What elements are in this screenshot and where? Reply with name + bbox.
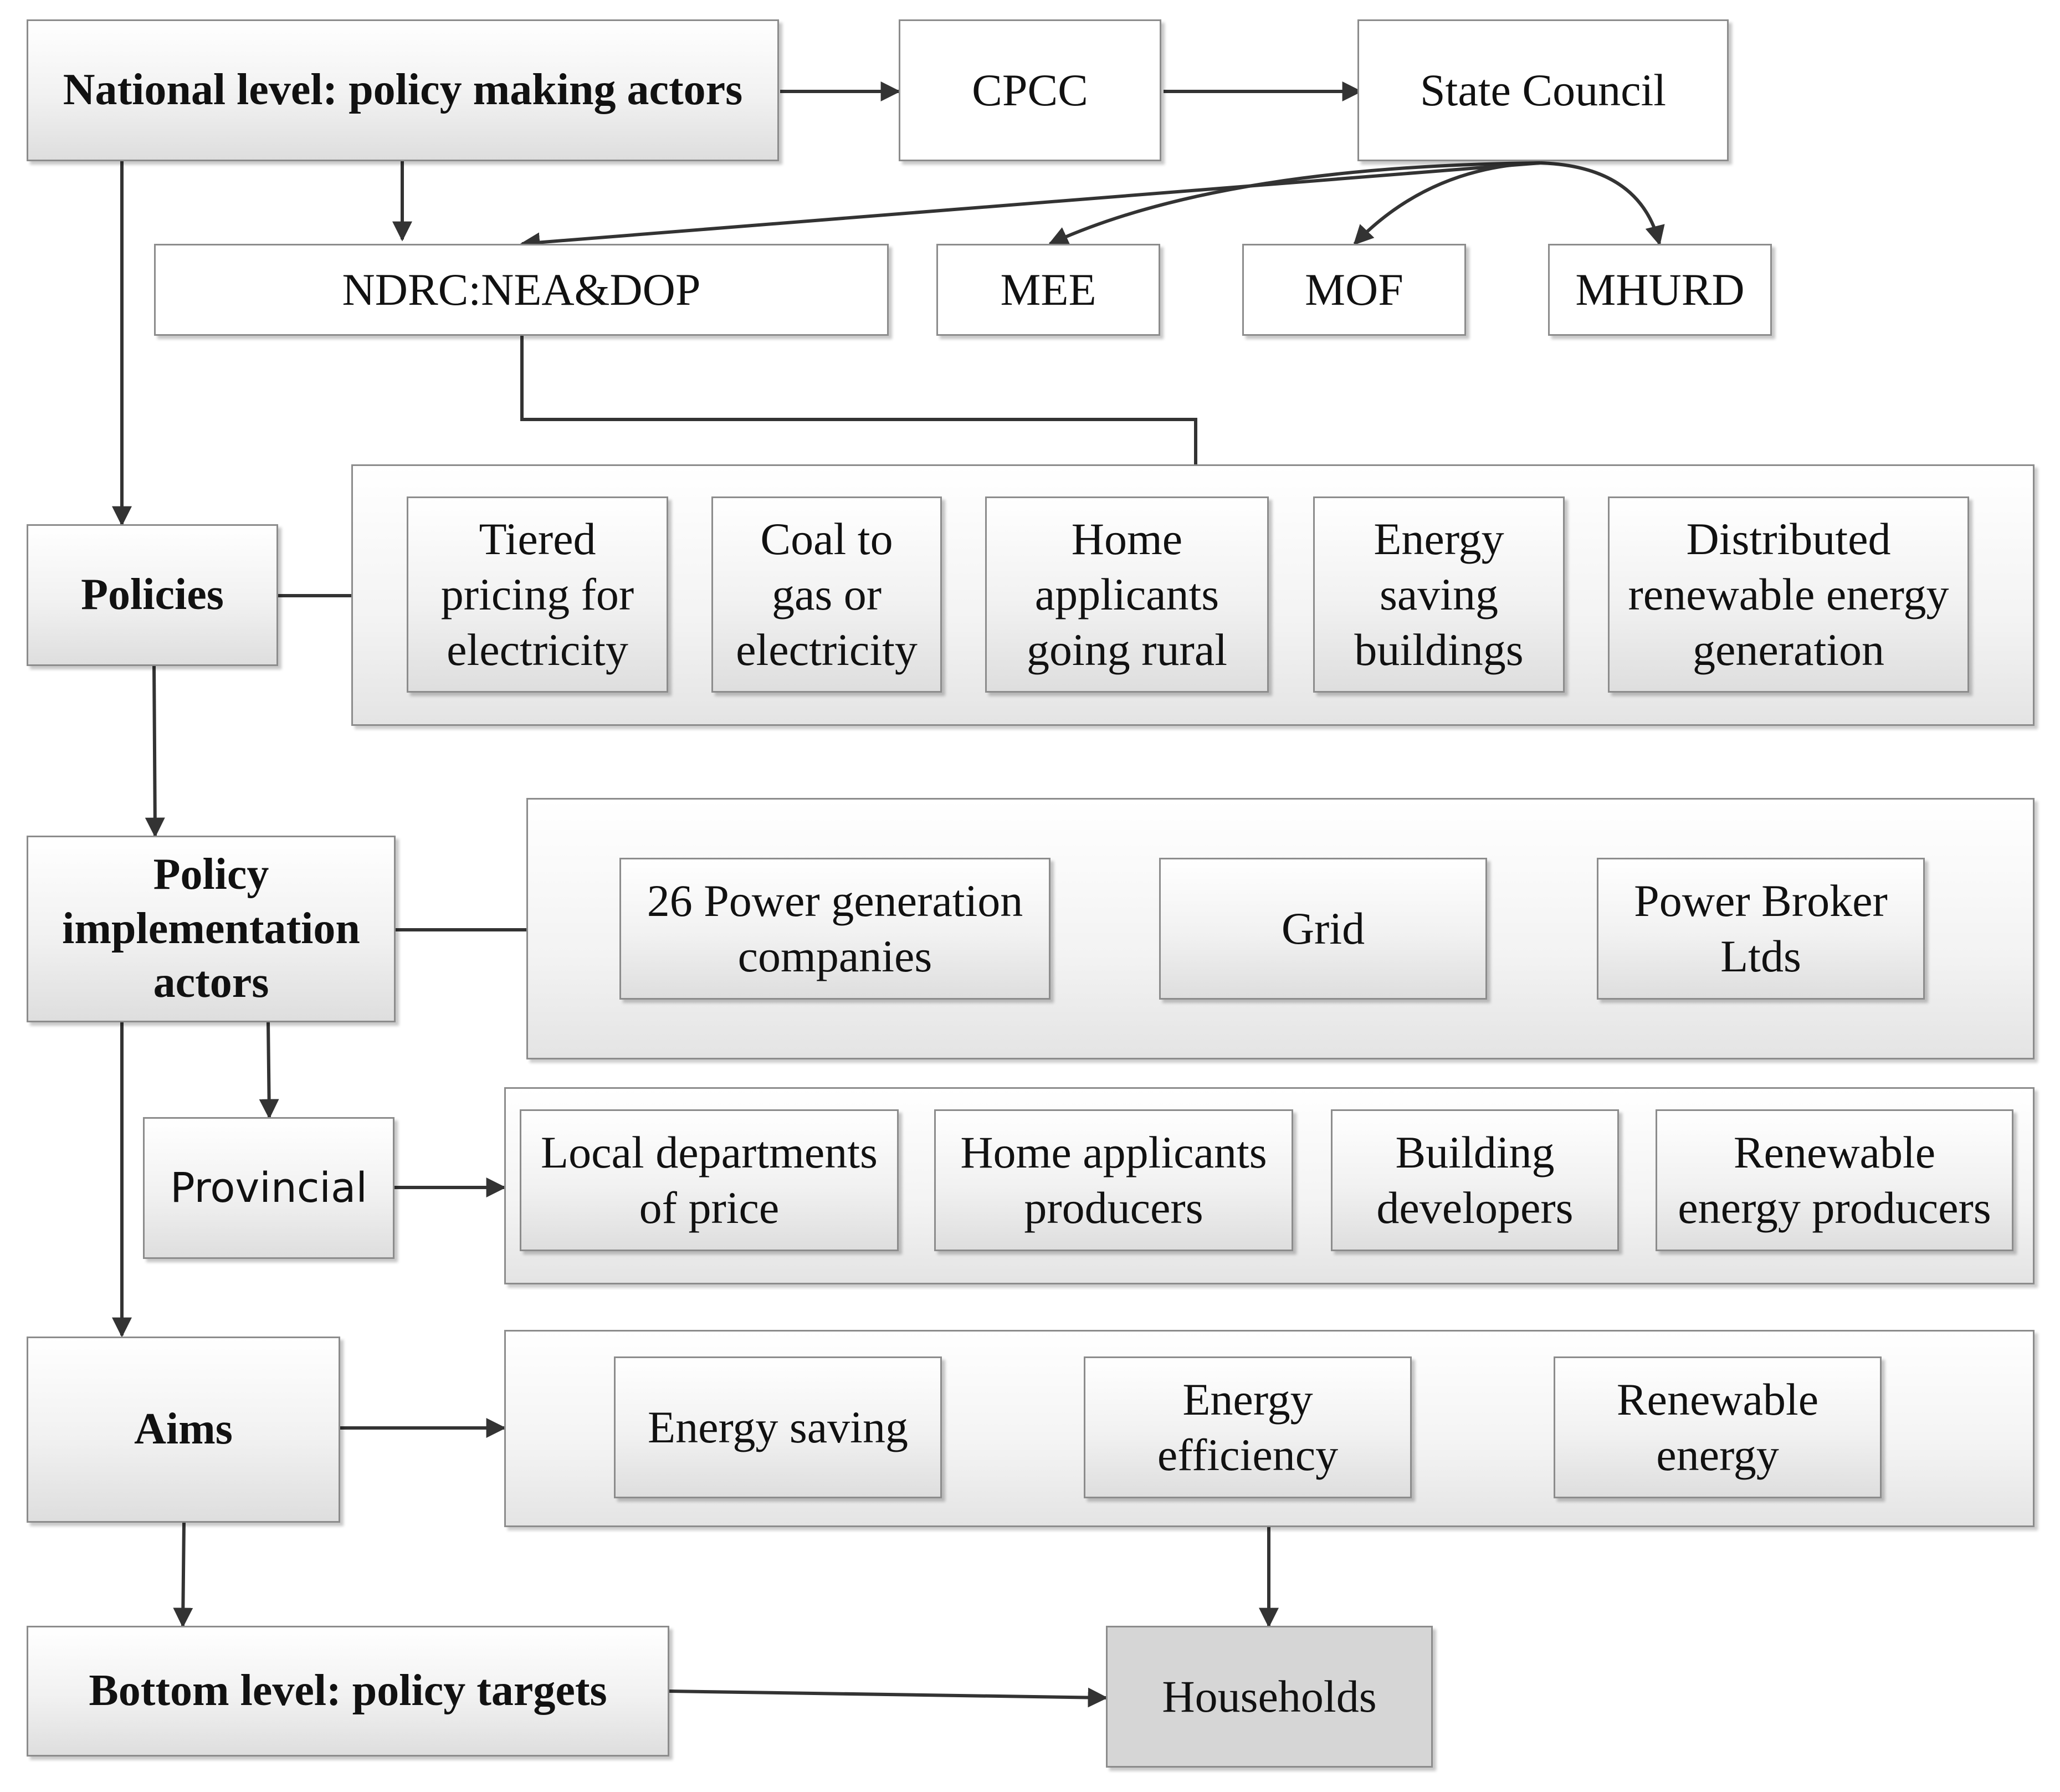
implementer-item: Grid: [1159, 858, 1487, 1000]
arrow-policies-to-implementation: [145, 664, 165, 838]
provincial-actor-item: Local departments of price: [520, 1109, 899, 1251]
arrow-state-council-to-mee: [1048, 161, 1541, 245]
national-level-box: National level: policy making actors: [27, 19, 779, 161]
provincial-actor-item: Building developers: [1331, 1109, 1619, 1251]
bottom-level-box: Bottom level: policy targets: [27, 1626, 669, 1757]
policy-item: Home applicants going rural: [985, 496, 1269, 693]
connector-ndrc-to-policy-panel: [520, 336, 1197, 465]
aims-box: Aims: [27, 1337, 340, 1523]
aim-item: Renewable energy: [1554, 1356, 1882, 1498]
policy-item: Energy saving buildings: [1313, 496, 1565, 693]
aim-item: Energy saving: [614, 1356, 942, 1498]
provincial-actor-item: Renewable energy producers: [1656, 1109, 2013, 1251]
aim-item: Energy efficiency: [1084, 1356, 1412, 1498]
arrow-state-council-to-ndrc: [520, 161, 1541, 253]
cpcc-box: CPCC: [899, 19, 1161, 161]
mof-box: MOF: [1242, 244, 1466, 336]
policy-item: Coal to gas or electricity: [711, 496, 942, 693]
state-council-box: State Council: [1357, 19, 1729, 161]
provincial-actor-item: Home applicants producers: [934, 1109, 1293, 1251]
mee-box: MEE: [936, 244, 1160, 336]
implementer-item: 26 Power generation companies: [619, 858, 1051, 1000]
arrow-state-council-to-mhurd: [1540, 161, 1665, 246]
implementer-item: Power Broker Ltds: [1597, 858, 1925, 1000]
provincial-box: Provincial: [143, 1117, 394, 1259]
arrow-implementation-to-provincial: [259, 1022, 279, 1119]
mhurd-box: MHURD: [1548, 244, 1772, 336]
ndrc-box: NDRC:NEA&DOP: [154, 244, 889, 336]
policy-item: Distributed renewable energy generation: [1608, 496, 1969, 693]
arrow-state-council-to-mof: [1353, 161, 1541, 245]
arrow-bottom-to-households: [669, 1687, 1108, 1708]
implementation-actors-box: Policy implementation actors: [27, 836, 396, 1022]
policies-box: Policies: [27, 524, 278, 666]
households-box: Households: [1106, 1626, 1433, 1768]
arrow-aims-to-bottom: [173, 1522, 193, 1628]
policy-item: Tiered pricing for electricity: [407, 496, 668, 693]
